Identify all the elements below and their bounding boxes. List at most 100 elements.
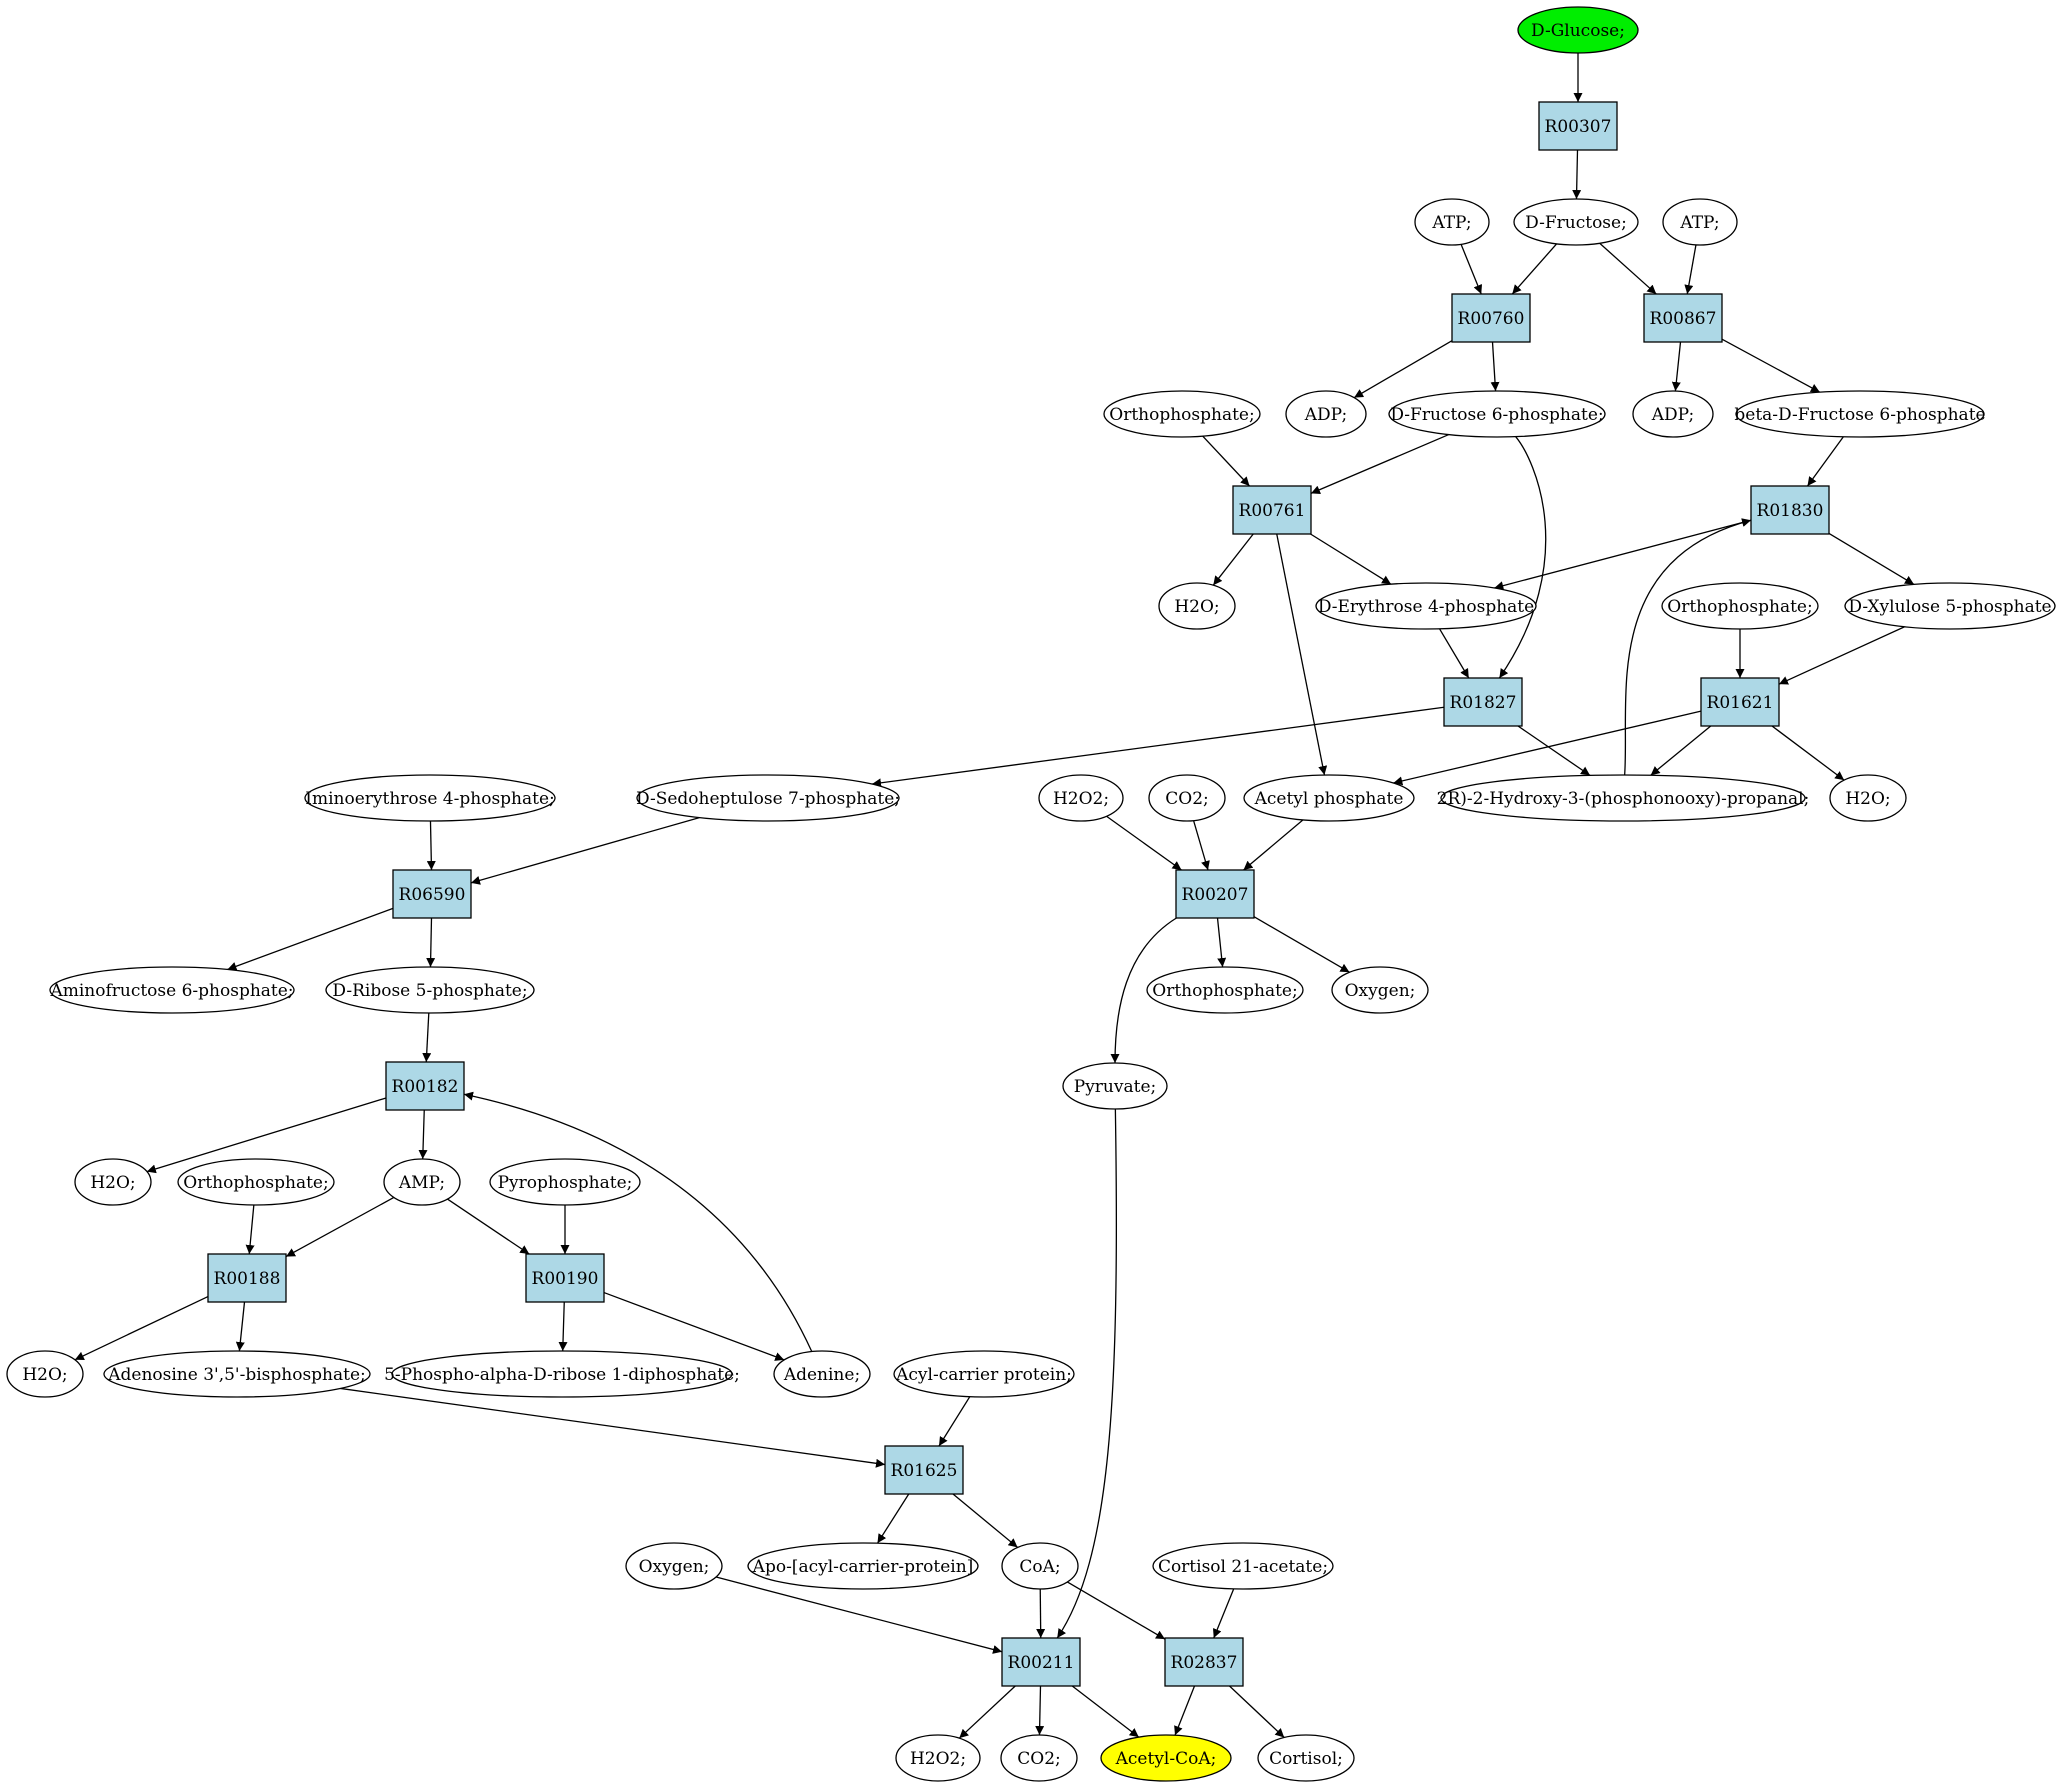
compound-node-oxy1[interactable]: Oxygen; <box>1331 966 1429 1014</box>
compound-node-amino[interactable]: Aminofructose 6-phosphate; <box>49 966 295 1014</box>
reaction-node-r00211[interactable]: R00211 <box>1001 1637 1081 1687</box>
compound-node-atp1[interactable]: ATP; <box>1414 198 1490 246</box>
compound-node-oxy2[interactable]: Oxygen; <box>625 1542 723 1590</box>
compound-ellipse[interactable] <box>1662 198 1738 246</box>
compound-ellipse[interactable] <box>1158 582 1236 630</box>
compound-node-ppi[interactable]: Pyrophosphate; <box>489 1158 641 1206</box>
compound-node-cortacet[interactable]: Cortisol 21-acetate; <box>1152 1542 1334 1590</box>
compound-ellipse[interactable] <box>103 1350 371 1398</box>
compound-ellipse[interactable] <box>1152 1542 1334 1590</box>
compound-ellipse[interactable] <box>1062 1062 1168 1110</box>
compound-ellipse[interactable] <box>747 1542 979 1590</box>
compound-node-ortho2[interactable]: Orthophosphate; <box>1661 582 1819 630</box>
reaction-node-r00760[interactable]: R00760 <box>1451 293 1531 343</box>
compound-ellipse[interactable] <box>304 774 556 822</box>
reaction-node-r06590[interactable]: R06590 <box>392 869 472 919</box>
compound-node-h2o4[interactable]: H2O; <box>6 1350 84 1398</box>
compound-node-bf6p[interactable]: beta-D-Fructose 6-phosphate <box>1734 390 1986 438</box>
reaction-box[interactable] <box>1443 677 1523 727</box>
compound-node-imino[interactable]: Iminoerythrose 4-phosphate; <box>304 774 556 822</box>
compound-node-acp[interactable]: Acetyl phosphate <box>1243 774 1415 822</box>
compound-node-h2o2[interactable]: H2O; <box>1829 774 1907 822</box>
compound-ellipse[interactable] <box>1414 198 1490 246</box>
compound-ellipse[interactable] <box>489 1158 641 1206</box>
compound-node-x5p[interactable]: D-Xylulose 5-phosphate <box>1844 582 2056 630</box>
reaction-box[interactable] <box>1538 101 1618 151</box>
compound-ellipse[interactable] <box>1331 966 1429 1014</box>
reaction-box[interactable] <box>207 1253 287 1303</box>
compound-node-co2a[interactable]: CO2; <box>1148 774 1226 822</box>
compound-node-adenine[interactable]: Adenine; <box>773 1350 871 1398</box>
end-compound-ellipse[interactable] <box>1100 1734 1232 1782</box>
compound-ellipse[interactable] <box>1146 966 1304 1014</box>
compound-node-ortho1[interactable]: Orthophosphate; <box>1103 390 1261 438</box>
compound-ellipse[interactable] <box>1632 390 1714 438</box>
compound-ellipse[interactable] <box>1103 390 1261 438</box>
compound-node-glucose[interactable]: D-Glucose; <box>1517 6 1639 54</box>
compound-node-f6p[interactable]: D-Fructose 6-phosphate; <box>1388 390 1606 438</box>
compound-node-pap[interactable]: Adenosine 3',5'-bisphosphate; <box>103 1350 371 1398</box>
compound-ellipse[interactable] <box>1829 774 1907 822</box>
compound-ellipse[interactable] <box>1000 1734 1078 1782</box>
compound-node-cortisol[interactable]: Cortisol; <box>1257 1734 1355 1782</box>
compound-ellipse[interactable] <box>74 1158 152 1206</box>
compound-ellipse[interactable] <box>1844 582 2056 630</box>
compound-node-g3p[interactable]: 2R)-2-Hydroxy-3-(phosphonooxy)-propanal; <box>1437 774 1810 822</box>
reaction-node-r02837[interactable]: R02837 <box>1164 1637 1244 1687</box>
compound-ellipse[interactable] <box>1513 198 1639 246</box>
compound-node-co2b[interactable]: CO2; <box>1000 1734 1078 1782</box>
compound-ellipse[interactable] <box>1661 582 1819 630</box>
compound-ellipse[interactable] <box>1735 390 1985 438</box>
compound-ellipse[interactable] <box>1257 1734 1355 1782</box>
reaction-node-r00190[interactable]: R00190 <box>525 1253 605 1303</box>
compound-node-e4p[interactable]: D-Erythrose 4-phosphate <box>1315 582 1537 630</box>
compound-node-adp1[interactable]: ADP; <box>1285 390 1367 438</box>
compound-ellipse[interactable] <box>1148 774 1226 822</box>
compound-ellipse[interactable] <box>636 774 900 822</box>
compound-node-h2o1[interactable]: H2O; <box>1158 582 1236 630</box>
compound-node-coa[interactable]: CoA; <box>1001 1542 1079 1590</box>
start-compound-ellipse[interactable] <box>1517 6 1639 54</box>
compound-node-acetylcoa[interactable]: Acetyl-CoA; <box>1100 1734 1232 1782</box>
compound-ellipse[interactable] <box>1388 390 1606 438</box>
compound-ellipse[interactable] <box>1038 774 1124 822</box>
reaction-box[interactable] <box>1175 869 1255 919</box>
compound-ellipse[interactable] <box>383 1158 461 1206</box>
reaction-node-r00188[interactable]: R00188 <box>207 1253 287 1303</box>
reaction-node-r01625[interactable]: R01625 <box>884 1445 964 1495</box>
compound-node-pyruvate[interactable]: Pyruvate; <box>1062 1062 1168 1110</box>
compound-ellipse[interactable] <box>391 1350 733 1398</box>
compound-node-atp2[interactable]: ATP; <box>1662 198 1738 246</box>
compound-ellipse[interactable] <box>177 1158 335 1206</box>
reaction-box[interactable] <box>1232 485 1312 535</box>
reaction-box[interactable] <box>392 869 472 919</box>
compound-node-h2o2a[interactable]: H2O2; <box>1038 774 1124 822</box>
compound-ellipse[interactable] <box>773 1350 871 1398</box>
reaction-node-r00761[interactable]: R00761 <box>1232 485 1312 535</box>
compound-node-fructose[interactable]: D-Fructose; <box>1513 198 1639 246</box>
reaction-node-r00307[interactable]: R00307 <box>1538 101 1618 151</box>
compound-ellipse[interactable] <box>895 1734 981 1782</box>
compound-node-s7p[interactable]: D-Sedoheptulose 7-phosphate; <box>636 774 900 822</box>
reaction-node-r00207[interactable]: R00207 <box>1175 869 1255 919</box>
compound-ellipse[interactable] <box>49 966 295 1014</box>
compound-ellipse[interactable] <box>1243 774 1415 822</box>
reaction-box[interactable] <box>385 1061 465 1111</box>
compound-ellipse[interactable] <box>1285 390 1367 438</box>
compound-node-h2o3[interactable]: H2O; <box>74 1158 152 1206</box>
reaction-node-r00182[interactable]: R00182 <box>385 1061 465 1111</box>
reaction-node-r01621[interactable]: R01621 <box>1700 677 1780 727</box>
reaction-box[interactable] <box>1750 485 1830 535</box>
reaction-box[interactable] <box>884 1445 964 1495</box>
compound-ellipse[interactable] <box>893 1350 1075 1398</box>
compound-node-ortho4[interactable]: Orthophosphate; <box>177 1158 335 1206</box>
reaction-box[interactable] <box>1643 293 1723 343</box>
compound-ellipse[interactable] <box>1440 774 1806 822</box>
compound-ellipse[interactable] <box>325 966 535 1014</box>
reaction-box[interactable] <box>1001 1637 1081 1687</box>
compound-node-h2o2b[interactable]: H2O2; <box>895 1734 981 1782</box>
reaction-box[interactable] <box>525 1253 605 1303</box>
reaction-box[interactable] <box>1700 677 1780 727</box>
reaction-box[interactable] <box>1164 1637 1244 1687</box>
compound-node-amp[interactable]: AMP; <box>383 1158 461 1206</box>
